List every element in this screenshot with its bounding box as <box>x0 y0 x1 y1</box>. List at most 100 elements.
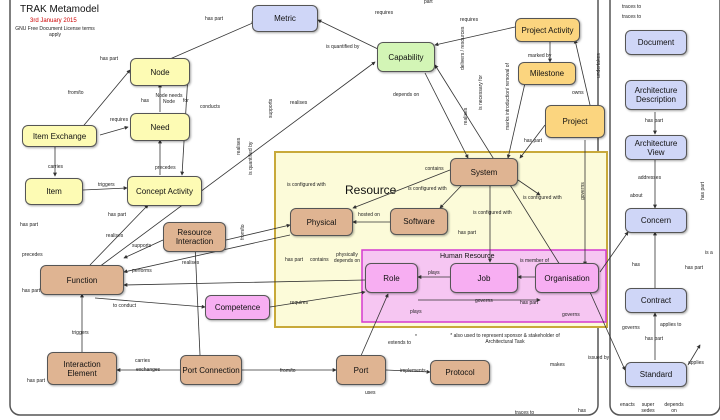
label-undertakes: undertakes <box>596 53 602 78</box>
label-has-part-soft: has part <box>458 230 477 236</box>
label-part-top: part <box>424 0 433 5</box>
label-has-part-right: has part <box>700 181 706 200</box>
node-competence[interactable]: Competence <box>205 295 270 320</box>
node-interaction-element[interactable]: Interaction Element <box>47 352 117 385</box>
label-is-quantified-by: is quantified by <box>326 44 360 50</box>
label-node-needs-node: Node needs Node <box>155 93 183 105</box>
edge-projact-capability <box>434 26 516 47</box>
label-is-a: is a <box>705 250 713 256</box>
label-depends-on-std: depends on <box>664 402 684 414</box>
label-plays-job: plays <box>428 270 440 276</box>
node-node[interactable]: Node <box>130 58 190 86</box>
edge-system-physical <box>352 169 451 209</box>
node-milestone[interactable]: Milestone <box>518 62 576 85</box>
label-issued-by: issued by <box>588 355 610 361</box>
node-contract[interactable]: Contract <box>625 288 687 313</box>
label-has-part-org: has part <box>520 300 539 306</box>
edge-function-competence <box>94 297 206 309</box>
node-port-connection[interactable]: Port Connection <box>180 355 242 385</box>
label-plays-role: plays <box>410 309 422 315</box>
label-realises-cap: realises <box>290 100 308 106</box>
label-governs-std: governs <box>622 325 640 331</box>
edge-capability-metric <box>317 19 381 51</box>
label-has-part-archdesc: has part <box>645 118 664 124</box>
label-owns: owns <box>572 90 584 96</box>
edge-node-metric <box>162 21 256 63</box>
label-has-part-std: has part <box>645 336 664 342</box>
label-has-part-concact: has part <box>108 212 127 218</box>
node-item-exchange[interactable]: Item Exchange <box>22 125 97 147</box>
right-frame <box>609 0 720 416</box>
node-physical[interactable]: Physical <box>290 208 353 236</box>
label-implements: implements <box>400 368 426 374</box>
label-has-part-interelem: has part <box>27 378 46 384</box>
node-architecture-view[interactable]: Architecture View <box>625 135 687 160</box>
label-addresses: addresses <box>638 175 662 181</box>
label-governs-org: governs <box>562 312 580 318</box>
label-carries-item: carries <box>48 164 64 170</box>
label-triggers-interelem: triggers <box>72 330 89 336</box>
node-project-activity[interactable]: Project Activity <box>515 18 580 42</box>
label-performs: performs <box>132 268 152 274</box>
label-is-necessary-for: is necessary for <box>478 74 484 110</box>
node-standard[interactable]: Standard <box>625 362 687 387</box>
edge-system-system <box>517 179 541 196</box>
label-uses: uses <box>365 390 376 396</box>
node-item[interactable]: Item <box>25 178 83 205</box>
edge-itemexch-node <box>79 69 131 131</box>
edge-item-concact <box>82 186 128 191</box>
label-from-to-port: from/to <box>280 368 296 374</box>
node-resource-interaction[interactable]: Resource Interaction <box>163 222 226 252</box>
node-port[interactable]: Port <box>336 355 386 385</box>
label-has-part-func: has part <box>22 288 41 294</box>
label-carries-interelem: carries <box>135 358 151 364</box>
node-organisation[interactable]: Organisation <box>535 263 599 293</box>
label-is-configured-with-4: is configured with <box>523 195 562 201</box>
label-has-part-contract: has part <box>685 265 704 271</box>
label-applies: applies <box>688 360 704 366</box>
node-project[interactable]: Project <box>545 105 605 138</box>
node-protocol[interactable]: Protocol <box>430 360 490 385</box>
edge-resint-physical <box>225 223 291 241</box>
edge-project-projact <box>573 39 591 106</box>
edge-itemexch-need <box>99 125 129 136</box>
label-has-part-metric: has part <box>205 16 224 22</box>
edge-role-function <box>123 279 366 287</box>
edge-portconn-resint <box>193 244 201 356</box>
node-need[interactable]: Need <box>130 113 190 141</box>
label-requires-top: requires <box>375 10 394 16</box>
label-requires-comp: requires <box>290 300 309 306</box>
label-depends-on-cap: depends on <box>393 92 420 98</box>
label-has-node: has <box>141 98 150 104</box>
node-architecture-description[interactable]: Architecture Description <box>625 80 687 110</box>
node-software[interactable]: Software <box>390 208 448 235</box>
label-supports-func: supports <box>132 243 152 249</box>
label-has-concern: has <box>632 262 641 268</box>
label-has-part-item: has part <box>20 222 39 228</box>
node-job[interactable]: Job <box>450 263 518 293</box>
edge-milestone-system <box>506 82 526 159</box>
edge-resint-function <box>123 239 164 259</box>
node-concept-activity[interactable]: Concept Activity <box>127 176 202 206</box>
node-role[interactable]: Role <box>365 263 418 293</box>
node-document[interactable]: Document <box>625 30 687 55</box>
label-to-conduct: to conduct <box>113 303 137 309</box>
edge-competence-role <box>269 290 366 308</box>
edge-org-standard <box>589 291 626 371</box>
node-concern[interactable]: Concern <box>625 208 687 233</box>
label-physically-depends-on: physically depends on <box>333 252 361 264</box>
label-hosted-on: hosted on <box>358 212 380 218</box>
node-metric[interactable]: Metric <box>252 5 318 32</box>
label-conducts: conducts <box>200 104 221 110</box>
node-capability[interactable]: Capability <box>377 42 435 72</box>
label-supersedes: super sedes <box>641 402 655 414</box>
node-system[interactable]: System <box>450 158 518 186</box>
label-traces-to-doc: traces to <box>622 14 642 20</box>
edge-system-software <box>439 184 463 209</box>
node-function[interactable]: Function <box>40 265 124 295</box>
label-for-node: for <box>183 98 189 104</box>
label-governs-job: governs <box>475 298 493 304</box>
label-precedes-func: precedes <box>22 252 43 258</box>
label-is-member-of: is member of <box>520 258 549 264</box>
